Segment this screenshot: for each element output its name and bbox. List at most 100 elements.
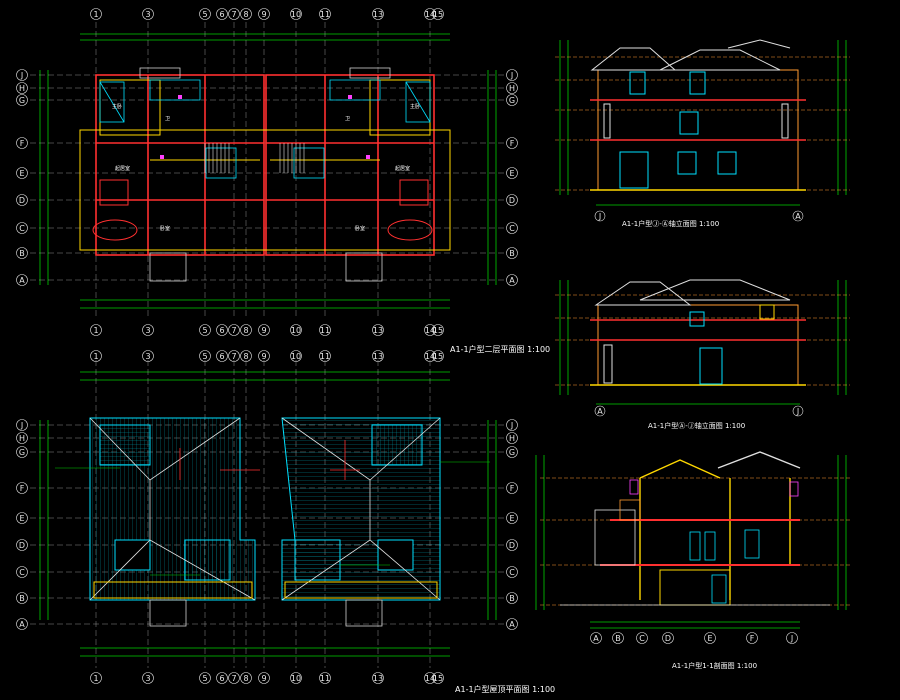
grid-axis-bubble-F: F xyxy=(506,482,518,494)
plan2-furniture xyxy=(92,179,433,241)
grid-axis-bubble-H: H xyxy=(16,82,28,94)
svg-text:15: 15 xyxy=(433,352,443,361)
grid-axis-bubble-11: 11 xyxy=(319,672,331,684)
svg-text:8: 8 xyxy=(243,352,248,361)
svg-text:11: 11 xyxy=(320,10,330,19)
svg-text:C: C xyxy=(509,568,515,577)
svg-text:H: H xyxy=(509,434,515,443)
section-structure xyxy=(560,451,830,606)
roof-title: A1-1户型屋顶平面图 1:100 xyxy=(455,684,555,694)
svg-text:E: E xyxy=(19,514,24,523)
svg-text:J: J xyxy=(20,71,23,80)
elev2-axis-bubbles: A J xyxy=(594,405,804,417)
svg-text:A: A xyxy=(597,407,603,416)
grid-axis-bubble-15: 15 xyxy=(432,324,444,336)
elev1-axis-bubbles: J A xyxy=(594,210,804,222)
grid-axis-bubble-B: B xyxy=(16,592,28,604)
svg-text:A: A xyxy=(19,620,25,629)
grid-axis-bubble-11: 11 xyxy=(319,350,331,362)
svg-text:E: E xyxy=(509,514,514,523)
section-axis-bubble-J: J xyxy=(786,632,798,644)
grid-axis-bubble-J: J xyxy=(16,69,28,81)
grid-axis-bubble-14: 14 xyxy=(424,672,436,684)
grid-axis-bubble-15: 15 xyxy=(432,350,444,362)
grid-axis-bubble-3: 3 xyxy=(142,324,154,336)
roof-dimension-lines xyxy=(39,371,497,657)
plan2-cyan-areas xyxy=(99,79,431,179)
svg-text:7: 7 xyxy=(231,352,236,361)
section-dimension-lines xyxy=(535,455,847,629)
svg-text:7: 7 xyxy=(231,326,236,335)
svg-text:15: 15 xyxy=(433,674,443,683)
svg-text:E: E xyxy=(19,169,24,178)
grid-axis-bubble-F: F xyxy=(506,137,518,149)
svg-text:6: 6 xyxy=(219,352,224,361)
svg-text:13: 13 xyxy=(373,10,383,19)
grid-axis-bubble-D: D xyxy=(16,539,28,551)
grid-axis-bubble-11: 11 xyxy=(319,8,331,20)
svg-text:11: 11 xyxy=(320,674,330,683)
svg-text:D: D xyxy=(19,541,25,550)
grid-axis-bubble-13: 13 xyxy=(372,8,384,20)
svg-text:J: J xyxy=(790,634,793,643)
svg-text:9: 9 xyxy=(261,326,266,335)
svg-text:J: J xyxy=(796,407,799,416)
svg-text:15: 15 xyxy=(433,10,443,19)
svg-text:11: 11 xyxy=(320,326,330,335)
grid-axis-bubble-9: 9 xyxy=(258,324,270,336)
grid-axis-bubble-D: D xyxy=(506,539,518,551)
grid-axis-bubble-1: 1 xyxy=(90,8,102,20)
roof-balconies xyxy=(149,599,383,627)
plan2-stairs xyxy=(204,143,305,173)
grid-axis-bubble-C: C xyxy=(506,566,518,578)
svg-text:10: 10 xyxy=(291,674,301,683)
svg-text:F: F xyxy=(20,139,25,148)
plan2-magenta-marks xyxy=(160,95,370,159)
svg-text:B: B xyxy=(509,594,515,603)
svg-text:J: J xyxy=(20,421,23,430)
grid-axis-bubble-G: G xyxy=(506,94,518,106)
grid-axis-bubble-A: A xyxy=(16,618,28,630)
grid-axis-bubble-H: H xyxy=(506,82,518,94)
svg-text:5: 5 xyxy=(202,10,207,19)
elev2-title: A1-1户型Ⓐ-Ⓙ轴立面图 1:100 xyxy=(648,421,745,430)
svg-text:13: 13 xyxy=(373,674,383,683)
grid-axis-bubble-6: 6 xyxy=(216,350,228,362)
svg-text:3: 3 xyxy=(145,674,150,683)
svg-text:14: 14 xyxy=(425,326,435,335)
grid-axis-bubble-14: 14 xyxy=(424,8,436,20)
svg-text:14: 14 xyxy=(425,352,435,361)
svg-text:13: 13 xyxy=(373,326,383,335)
grid-axis-bubble-B: B xyxy=(506,592,518,604)
svg-text:H: H xyxy=(509,84,515,93)
svg-text:8: 8 xyxy=(243,674,248,683)
svg-text:G: G xyxy=(19,448,25,457)
svg-text:H: H xyxy=(19,434,25,443)
roof-yellow-gutter xyxy=(93,581,438,599)
svg-text:5: 5 xyxy=(202,674,207,683)
grid-axis-bubble-D: D xyxy=(506,194,518,206)
grid-axis-bubble-J: J xyxy=(506,69,518,81)
grid-axis-bubble-G: G xyxy=(16,446,28,458)
svg-text:B: B xyxy=(509,249,515,258)
grid-axis-bubble-13: 13 xyxy=(372,672,384,684)
grid-axis-bubble-13: 13 xyxy=(372,350,384,362)
svg-text:A: A xyxy=(509,276,515,285)
svg-text:J: J xyxy=(510,71,513,80)
svg-text:B: B xyxy=(19,249,25,258)
grid-axis-bubble-10: 10 xyxy=(290,8,302,20)
grid-axis-bubble-3: 3 xyxy=(142,672,154,684)
svg-text:A: A xyxy=(795,212,801,221)
section-axis-bubble-F: F xyxy=(746,632,758,644)
section-axis-bubble-B: B xyxy=(612,632,624,644)
grid-axis-bubble-A: A xyxy=(506,618,518,630)
grid-axis-bubble-F: F xyxy=(16,482,28,494)
svg-text:1: 1 xyxy=(93,326,98,335)
